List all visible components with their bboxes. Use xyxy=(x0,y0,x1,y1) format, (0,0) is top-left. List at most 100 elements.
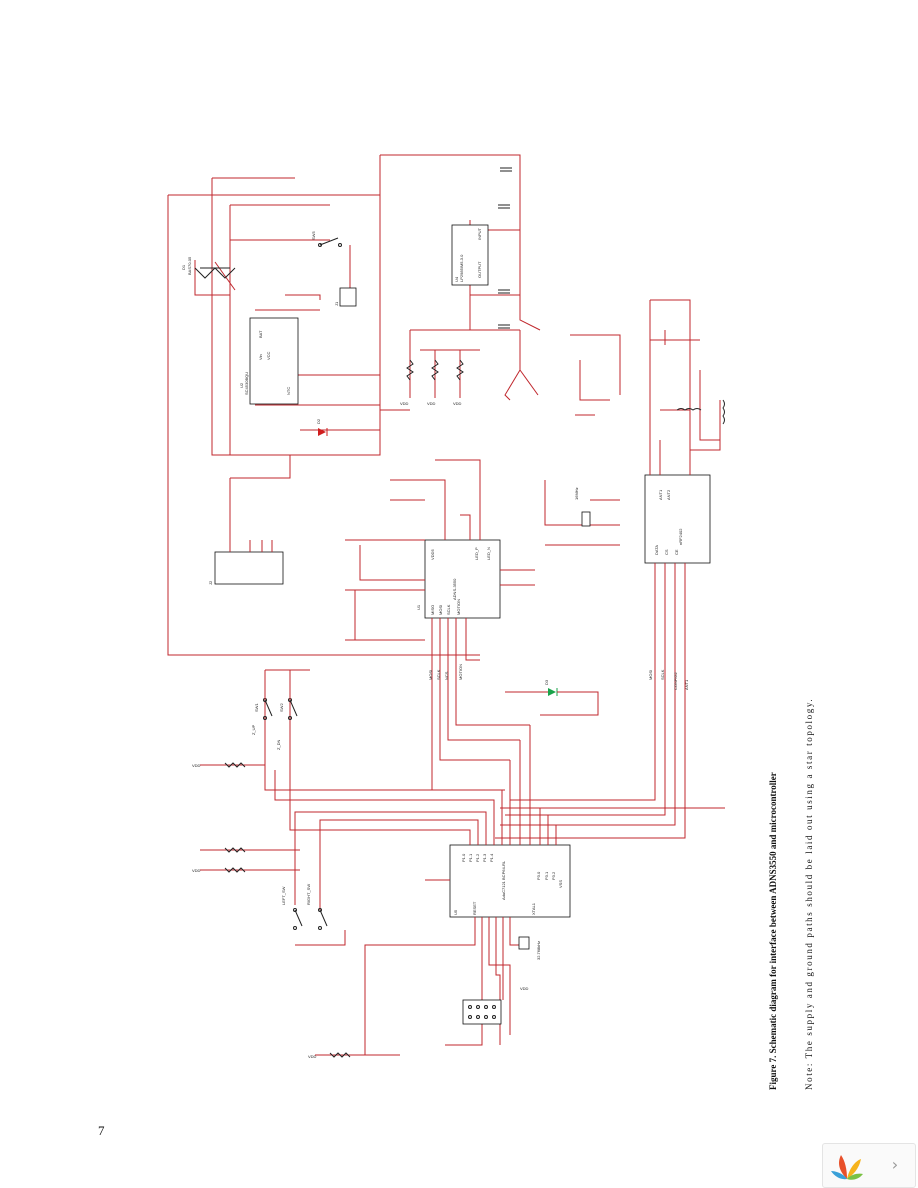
sensor-section: U1 ADNS-3550 VDD5 LED_P LED_N MOTION MIS… xyxy=(345,459,599,791)
d1-diode xyxy=(194,267,236,279)
viewer-nav-widget[interactable]: › xyxy=(822,1143,916,1188)
vdd-label-1: VDD xyxy=(400,401,409,406)
net-ncs-label: NCS xyxy=(444,671,449,680)
u5-pin-p30: P3.0 xyxy=(536,871,541,880)
u3-pin-data: DATA xyxy=(654,545,659,555)
u5-ref-label: U5 xyxy=(453,909,458,915)
j2-connector xyxy=(214,551,284,585)
sw2-switch xyxy=(288,698,298,720)
u3-pin-ce: CE xyxy=(674,549,679,555)
vdd-label-3: VDD xyxy=(453,401,462,406)
sw1-switch xyxy=(263,698,273,720)
u3-pin-cs: CS xyxy=(664,549,669,555)
d2-ref-label: D2 xyxy=(316,418,321,424)
vdd-label-5: VDD xyxy=(192,868,201,873)
vdd-label-6: VDD xyxy=(308,1054,317,1059)
sw3-name-label: LEFT_SW xyxy=(281,886,286,905)
net-ant1-label: ANT1 xyxy=(684,679,689,690)
x1-part-label: 32.768kHz xyxy=(536,941,541,960)
u1-pin-miso: MISO xyxy=(430,605,435,615)
u4-part-label: LP2985IM5-3.0 xyxy=(459,254,464,282)
u5-pin-vss: VSS xyxy=(558,880,563,888)
net-mosi-label: MOSI xyxy=(428,670,433,680)
sw1-name-label: Z_UP xyxy=(251,724,256,735)
u2-pin-vcc: VCC xyxy=(266,351,271,360)
x1-crystal xyxy=(518,936,530,950)
sw2-name-label: Z_DN xyxy=(276,739,281,750)
u5-pin-p11: P1.1 xyxy=(468,853,473,862)
u5-pin-p13: P1.3 xyxy=(482,853,487,862)
u5-pin-p14: P1.4 xyxy=(489,853,494,862)
figure-note: Note: The supply and ground paths should… xyxy=(804,698,814,1090)
d3-led-green xyxy=(548,688,556,696)
u3-pin-ant1: ANT1 xyxy=(658,489,663,500)
net-sclk-radio-label: SCLK xyxy=(660,669,665,680)
y1-part-label: 16MHz xyxy=(574,487,579,500)
net-sclk-label: SCLK xyxy=(436,669,441,680)
u4-regulator xyxy=(451,224,489,286)
u5-mcu xyxy=(449,844,571,918)
sw5-switch xyxy=(318,237,342,247)
l1-inductor xyxy=(676,408,702,411)
u3-part-label: nRF2402 xyxy=(678,528,683,545)
j1-ref-label: J1 xyxy=(334,301,339,306)
u5-pin-reset: RESET xyxy=(472,901,477,915)
u4-pin-output: OUTPUT xyxy=(477,261,482,278)
u2-charger xyxy=(249,317,299,405)
u4-pin-input: INPUT xyxy=(477,227,482,240)
net-mosi-radio-label: MOSI xyxy=(648,670,653,680)
y1-crystal xyxy=(581,511,591,527)
u2-part-label: SC4530BQU xyxy=(244,372,249,395)
u1-pin-ledn: LED_N xyxy=(486,547,491,560)
u3-radio xyxy=(644,474,711,564)
u5-pin-p10: P1.0 xyxy=(461,853,466,862)
d3-ref-label: D3 xyxy=(544,679,549,685)
next-page-arrow-icon[interactable]: › xyxy=(891,1155,899,1174)
d1-ref-label: D1 xyxy=(181,264,186,270)
net-motion-label: MOTION xyxy=(458,664,463,680)
u5-pin-p32: P3.2 xyxy=(551,871,556,880)
sw4-name-label: RIGHT_SW xyxy=(306,884,311,905)
u1-part-label: ADNS-3550 xyxy=(452,578,457,600)
u5-pin-xtal1: XTAL1 xyxy=(531,902,536,915)
page-number: 7 xyxy=(98,1123,105,1138)
u1-ref-label: U1 xyxy=(416,604,421,610)
battery-connector: J2 xyxy=(208,478,284,585)
d1-part-label: BAS70-05 xyxy=(187,256,192,275)
figure-caption: Figure 7. Schematic diagram for interfac… xyxy=(768,772,778,1090)
net-config-label: CONFIG2 xyxy=(673,671,678,690)
sw1-ref-label: SW1 xyxy=(254,703,259,712)
charger-section: U4 LP2985IM5-3.0 OUTPUT INPUT U2 SC4530B… xyxy=(167,154,541,656)
u5-pin-p31: P3.1 xyxy=(544,871,549,880)
u1-pin-vdd5: VDD5 xyxy=(430,549,435,560)
u2-pin-ntc: NTC xyxy=(286,387,291,395)
vdd-label-4: VDD xyxy=(192,763,201,768)
j1-connector xyxy=(339,287,357,307)
vdd-label-2: VDD xyxy=(427,401,436,406)
u2-pin-bat: BAT xyxy=(258,330,263,338)
l2-inductor xyxy=(722,399,725,425)
u1-pin-ledp: LED_P xyxy=(474,547,479,560)
sw4-switch xyxy=(318,908,328,930)
mcu-section: U5 AduC7121 BCP64-RL P1.0 P1.1 P1.2 P1.3… xyxy=(192,669,571,1059)
u3-pin-ant2: ANT2 xyxy=(666,489,671,500)
u5-pin-p12: P1.2 xyxy=(475,853,480,862)
u1-pin-sclk: SCLK xyxy=(446,604,451,615)
d2-led-red xyxy=(318,428,326,436)
u1-sensor xyxy=(424,539,501,619)
sw2-ref-label: SW2 xyxy=(279,703,284,712)
leaf-logo-icon xyxy=(831,1155,863,1180)
u1-pin-mosi: MOSI xyxy=(438,605,443,615)
sw3-switch xyxy=(293,908,303,930)
u2-pin-vin: Vin xyxy=(258,354,263,360)
u4-ref-label: U4 xyxy=(454,276,459,282)
u5-part-label: AduC7121 BCP64-RL xyxy=(501,860,506,900)
j2-ref-label: J2 xyxy=(208,580,213,585)
radio-section: nRF2402 ANT1 ANT2 DATA CS CE xyxy=(495,299,725,839)
sw5-ref-label: SW5 xyxy=(311,231,316,240)
j4-header xyxy=(462,999,502,1025)
vdd-label-7: VDD xyxy=(520,986,529,991)
u2-ref-label: U2 xyxy=(239,382,244,388)
u1-pin-motion: MOTION xyxy=(456,599,461,615)
